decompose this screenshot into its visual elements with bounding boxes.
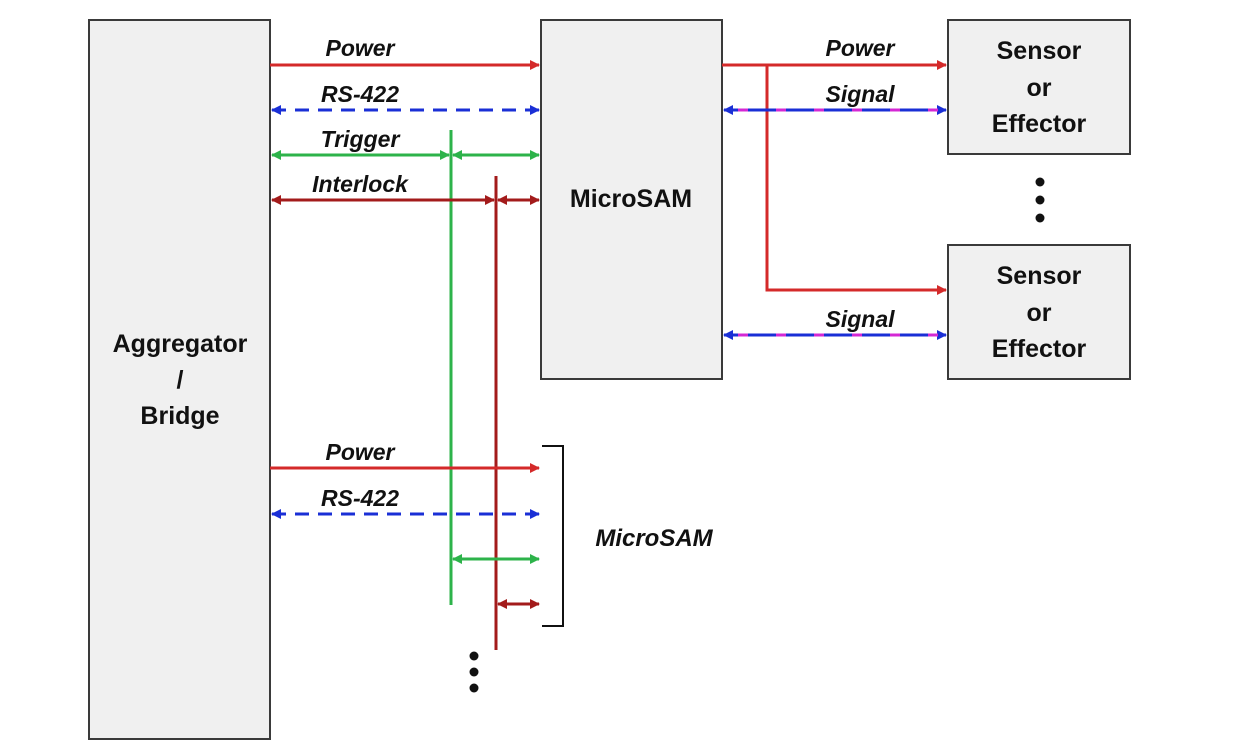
power-label-top-right: Power bbox=[825, 35, 895, 61]
trigger-label: Trigger bbox=[321, 126, 401, 152]
aggregator-label-line3: Bridge bbox=[140, 402, 219, 430]
microsam-label: MicroSAM bbox=[570, 185, 692, 213]
power-branch-to-bottom-sensor bbox=[765, 65, 947, 295]
power-label-lower: Power bbox=[325, 439, 395, 465]
sensor-bottom-line3: Effector bbox=[992, 335, 1087, 363]
sensor-bottom-line1: Sensor bbox=[997, 262, 1082, 290]
sensor-bottom-line2: or bbox=[1027, 299, 1052, 327]
aggregator-bridge-box: Aggregator / Bridge bbox=[88, 19, 271, 740]
aggregator-label-line1: Aggregator bbox=[113, 330, 248, 358]
microsam-box: MicroSAM bbox=[540, 19, 723, 380]
sensor-top-line2: or bbox=[1027, 74, 1052, 102]
rs422-label-lower: RS-422 bbox=[321, 485, 399, 511]
rs422-label-top: RS-422 bbox=[321, 81, 399, 107]
power-label-top-left: Power bbox=[325, 35, 395, 61]
microsam-group-label: MicroSAM bbox=[595, 525, 713, 552]
vertical-ellipsis-bottom bbox=[469, 651, 479, 693]
vertical-ellipsis-right bbox=[1035, 177, 1045, 223]
aggregator-label-line2: / bbox=[177, 366, 184, 394]
sensor-top-line3: Effector bbox=[992, 110, 1087, 138]
sensor-effector-box-top: Sensor or Effector bbox=[947, 19, 1131, 155]
signal-label-top: Signal bbox=[825, 81, 895, 107]
sensor-effector-box-bottom: Sensor or Effector bbox=[947, 244, 1131, 380]
microsam-group-bracket bbox=[542, 445, 564, 627]
interlock-label: Interlock bbox=[312, 171, 409, 197]
signal-label-bottom: Signal bbox=[825, 306, 895, 332]
sensor-top-line1: Sensor bbox=[997, 37, 1082, 65]
